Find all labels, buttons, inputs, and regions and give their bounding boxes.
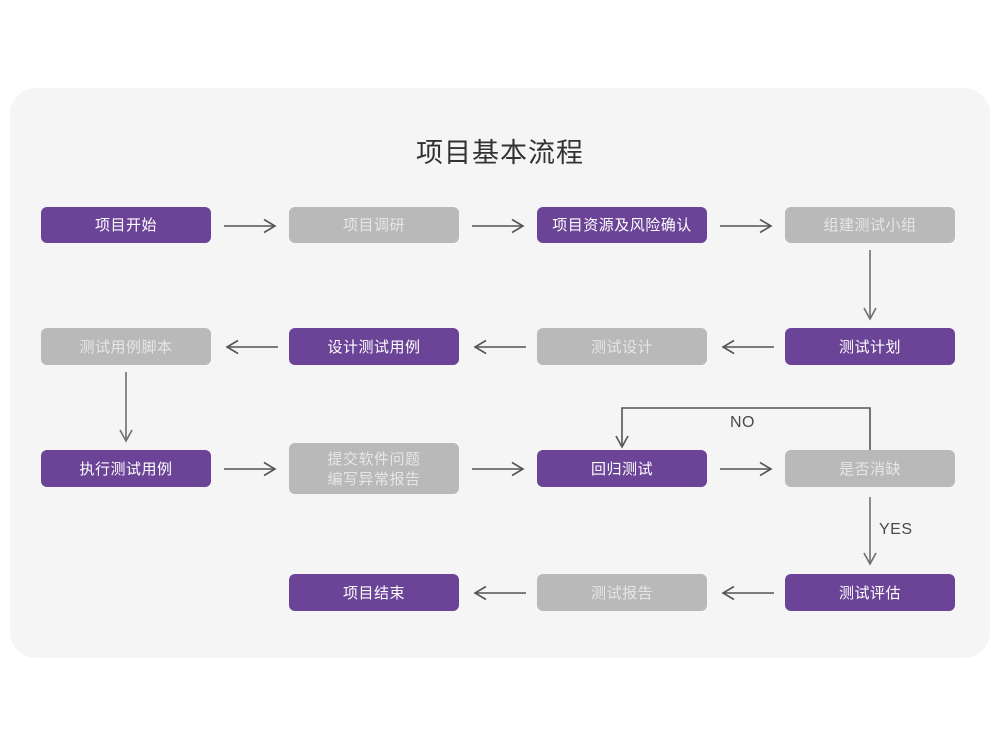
node-project-end[interactable]: 项目结束 xyxy=(289,574,459,611)
node-execute-test-case[interactable]: 执行测试用例 xyxy=(41,450,211,487)
node-submit-issue-report[interactable]: 提交软件问题 编写异常报告 xyxy=(289,443,459,494)
node-design-test-case[interactable]: 设计测试用例 xyxy=(289,328,459,365)
page-title: 项目基本流程 xyxy=(416,138,584,169)
flowchart-card xyxy=(10,88,990,658)
node-test-report[interactable]: 测试报告 xyxy=(537,574,707,611)
node-defect-cleared[interactable]: 是否消缺 xyxy=(785,450,955,487)
node-test-design[interactable]: 测试设计 xyxy=(537,328,707,365)
node-resource-risk-confirm[interactable]: 项目资源及风险确认 xyxy=(537,207,707,243)
node-test-evaluation[interactable]: 测试评估 xyxy=(785,574,955,611)
edge-label-yes: YES xyxy=(879,521,913,538)
node-project-research[interactable]: 项目调研 xyxy=(289,207,459,243)
node-project-start[interactable]: 项目开始 xyxy=(41,207,211,243)
edge-label-no: NO xyxy=(730,414,755,431)
node-test-case-script[interactable]: 测试用例脚本 xyxy=(41,328,211,365)
node-build-test-team[interactable]: 组建测试小组 xyxy=(785,207,955,243)
node-regression-test[interactable]: 回归测试 xyxy=(537,450,707,487)
node-test-plan[interactable]: 测试计划 xyxy=(785,328,955,365)
